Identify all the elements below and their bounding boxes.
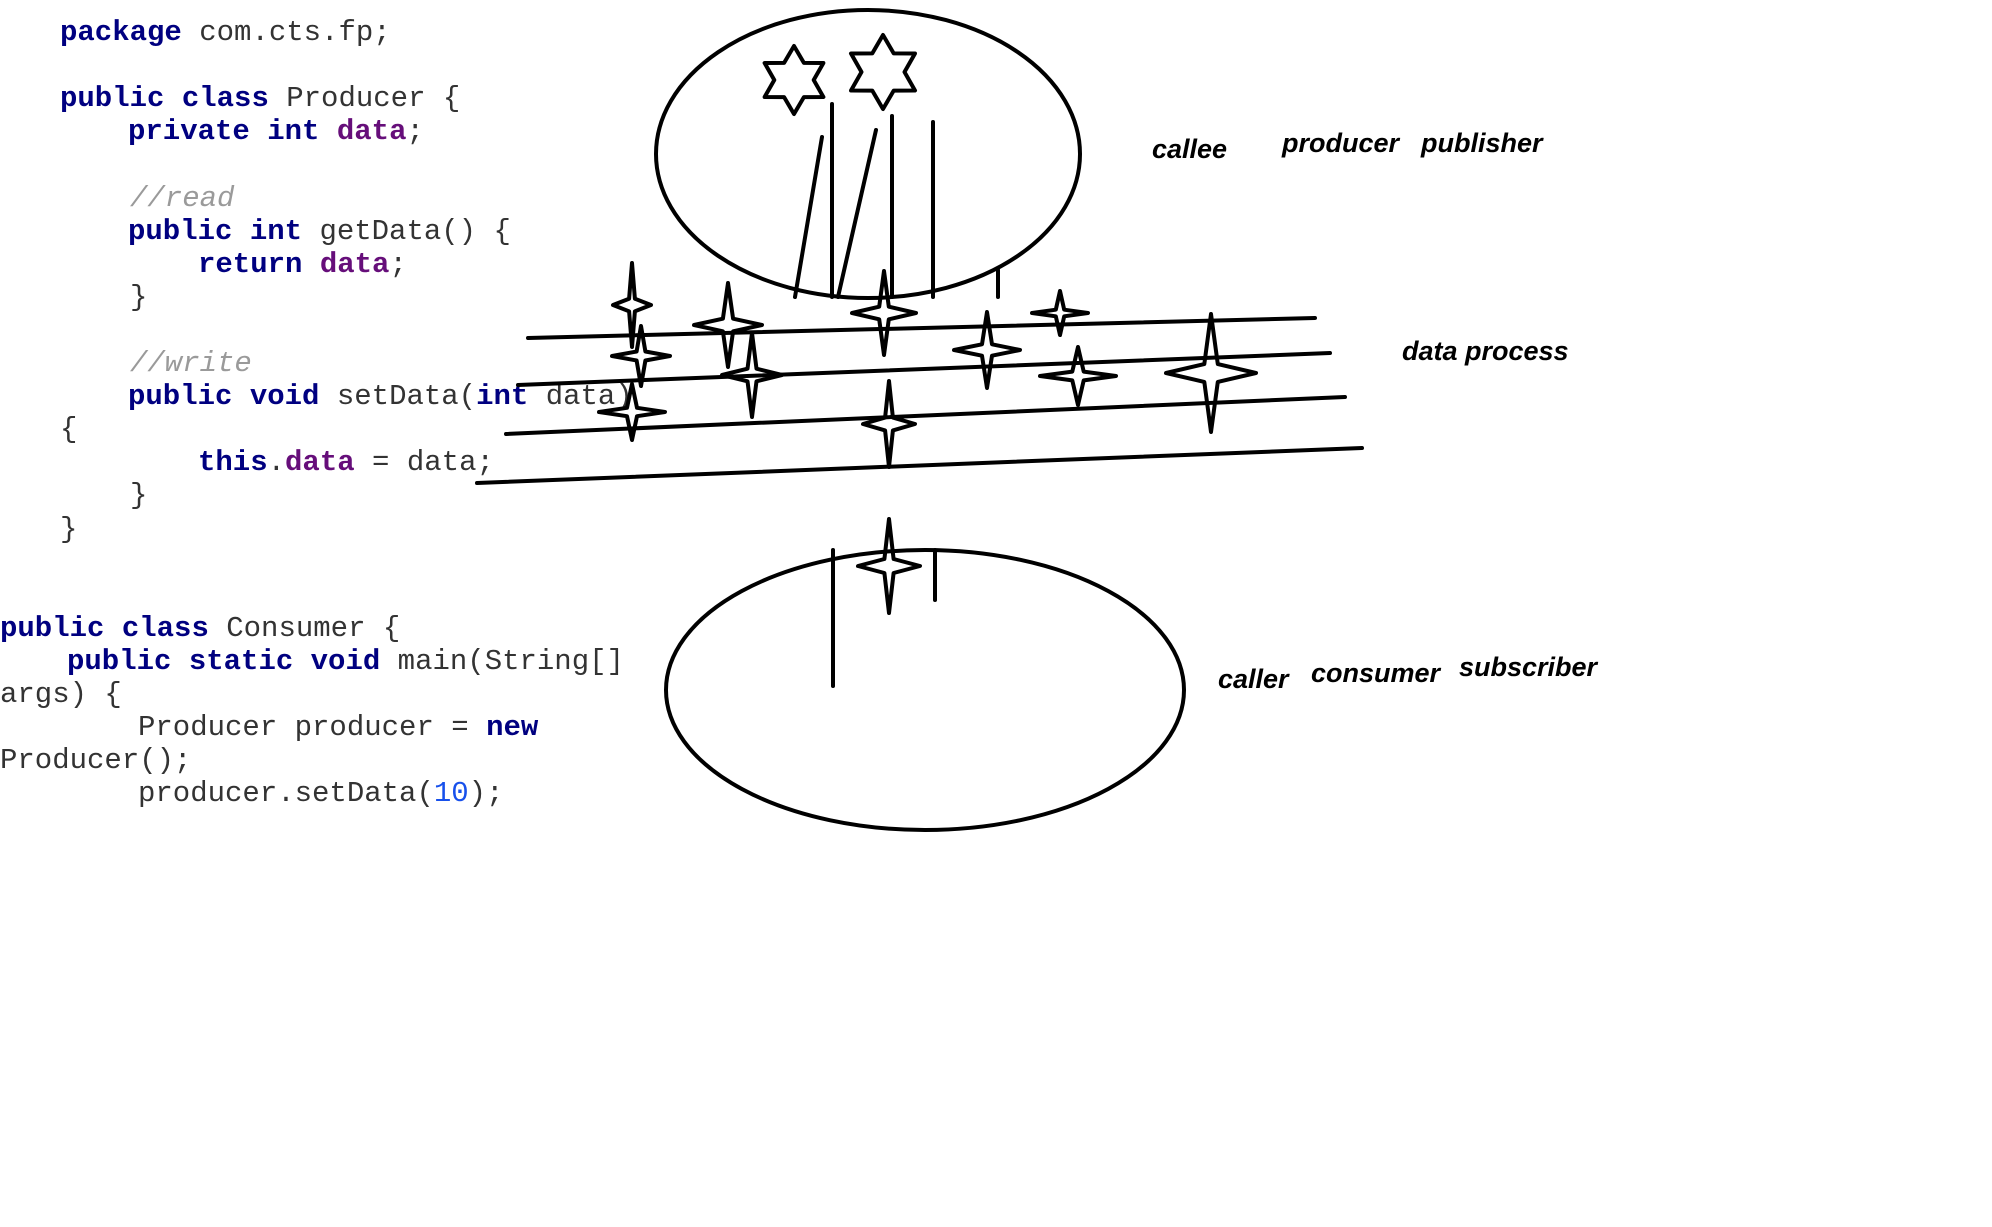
event-star [861, 379, 917, 469]
code-line: } [130, 479, 147, 512]
code-token: ); [468, 777, 504, 811]
code-token: ; [406, 115, 424, 149]
code-token: getData() { [302, 214, 511, 248]
code-token: public [128, 380, 233, 414]
code-token: data [319, 247, 390, 281]
code-line: public static void main(String[] [67, 645, 624, 678]
code-line: Producer(); [0, 744, 191, 777]
code-line: { [60, 413, 77, 446]
code-line: producer.setData(10); [138, 777, 503, 810]
code-token: public [128, 214, 233, 248]
event-star [850, 269, 918, 357]
code-token: 10 [433, 777, 469, 811]
code-token: int [249, 214, 303, 248]
code-token: new [486, 711, 539, 745]
code-token: args) { [0, 678, 122, 711]
code-token: this [198, 446, 268, 480]
code-token: } [60, 512, 78, 546]
event-star [610, 324, 672, 388]
event-star [611, 261, 653, 349]
code-line: public class Producer { [60, 82, 460, 115]
code-token: Producer(); [0, 744, 192, 778]
code-token: setData( [319, 380, 477, 414]
label-consumer: consumer [1311, 658, 1441, 688]
consumer-stems [831, 548, 937, 688]
code-line: } [60, 513, 77, 546]
code-token: } [130, 280, 148, 314]
code-token: = data; [354, 446, 494, 480]
code-token: public [0, 611, 105, 645]
code-token: producer.setData( [138, 777, 434, 811]
label-caller: caller [1218, 664, 1289, 694]
code-token: public [67, 644, 172, 678]
label-publisher: publisher [1421, 128, 1543, 158]
code-token: private [128, 115, 250, 149]
code-line: //write [130, 347, 252, 380]
code-line: return data; [198, 248, 407, 281]
code-token: . [267, 446, 286, 480]
code-token: producer.getData(); [138, 810, 486, 812]
code-line: private int data; [128, 115, 424, 148]
data-star [762, 44, 826, 116]
consumer-ellipse [664, 548, 1186, 832]
code-snippet: package com.cts.fp; public class Producer… [0, 0, 640, 812]
label-data-process: data process [1402, 336, 1569, 366]
code-line: args) { [0, 678, 122, 711]
code-token: data [336, 115, 407, 149]
code-token: void [310, 644, 381, 678]
label-producer: producer [1282, 128, 1400, 158]
code-token: { [60, 413, 78, 447]
code-line: producer.getData(); // pull [138, 810, 608, 812]
code-token: Producer producer = [138, 711, 487, 745]
label-subscriber: subscriber [1459, 652, 1598, 682]
data-stream-lines [475, 316, 1364, 485]
code-token: static [188, 644, 294, 678]
code-line: this.data = data; [198, 446, 494, 479]
producer-ellipse [654, 8, 1082, 300]
code-line: package com.cts.fp; [60, 16, 391, 49]
label-callee: callee [1152, 134, 1228, 164]
code-token: data [285, 446, 355, 480]
code-token: Consumer { [208, 611, 401, 645]
code-token: class [121, 611, 209, 645]
code-line: } [130, 281, 147, 314]
code-token: //read [130, 181, 235, 215]
event-star [1164, 312, 1258, 434]
code-token: main(String[] [380, 644, 624, 678]
code-line: //read [130, 182, 234, 215]
code-token: } [130, 479, 148, 513]
code-token: // pull [486, 810, 608, 812]
code-line: Producer producer = new [138, 711, 538, 744]
code-token: package [60, 16, 182, 49]
code-token: Producer { [268, 82, 461, 116]
code-line: public int getData() { [128, 215, 511, 248]
code-token: //write [130, 347, 252, 380]
code-token: ; [389, 247, 407, 281]
code-token: public [60, 82, 165, 116]
event-star [720, 331, 784, 419]
producer-stems [793, 102, 1000, 299]
event-star [856, 517, 922, 615]
code-line: public class Consumer { [0, 612, 400, 645]
code-token: class [181, 82, 269, 116]
event-star [1038, 345, 1118, 407]
code-token: void [249, 380, 320, 414]
code-token: return [198, 247, 303, 281]
event-star [1030, 289, 1090, 337]
code-token: com.cts.fp; [181, 16, 391, 49]
event-stars [597, 33, 1258, 615]
code-token: int [267, 115, 320, 149]
event-star [597, 382, 667, 442]
event-star [952, 310, 1022, 390]
event-star [692, 281, 764, 369]
data-star [849, 33, 917, 111]
